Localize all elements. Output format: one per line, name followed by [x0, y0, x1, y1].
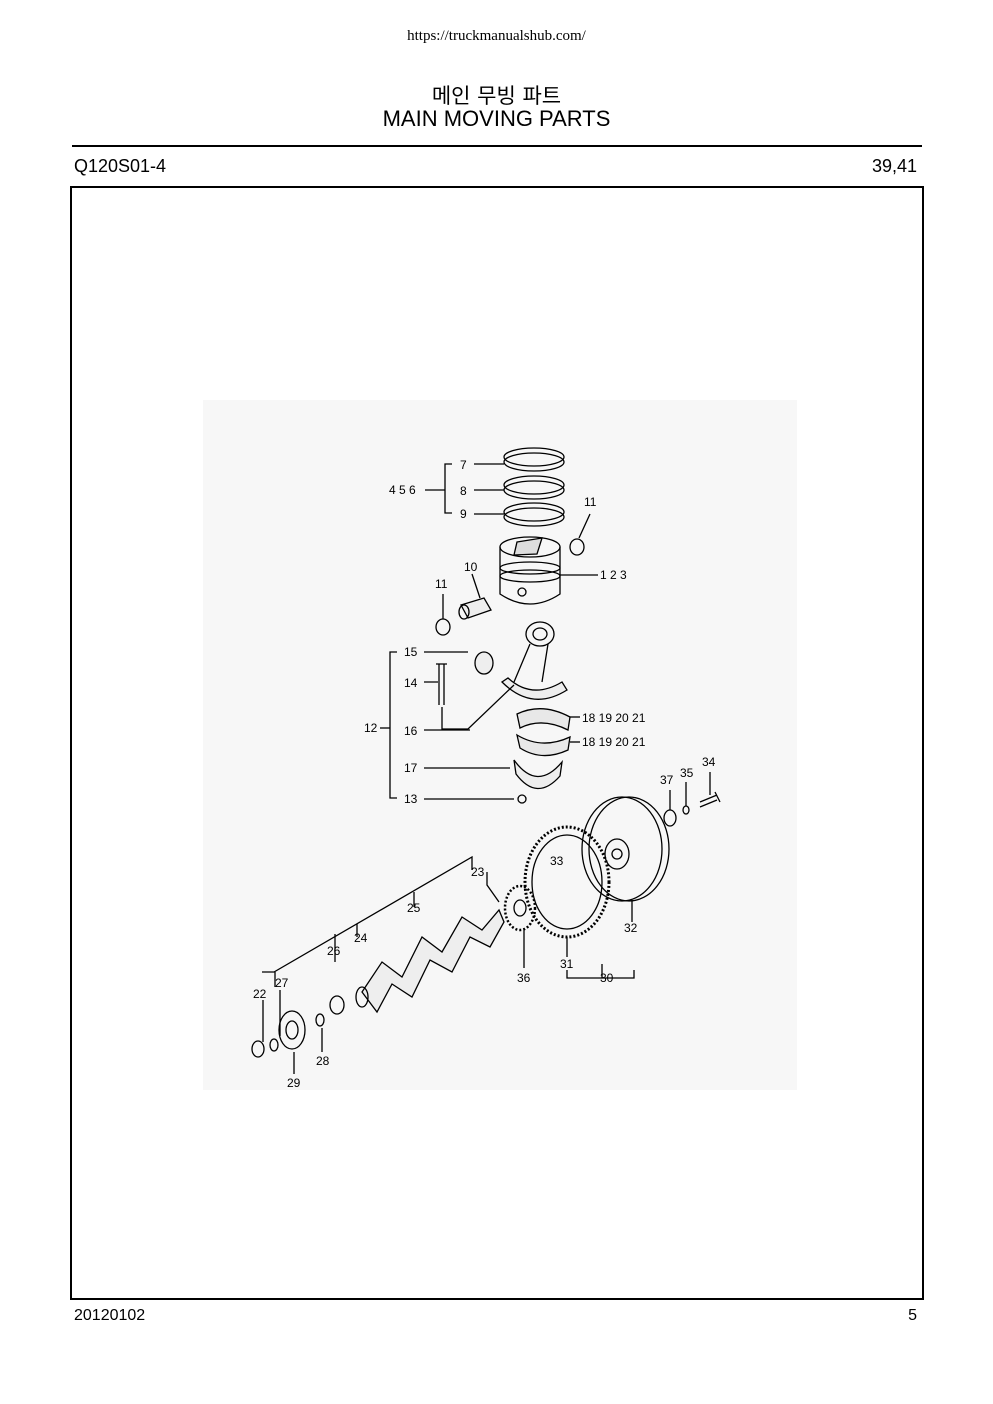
- crankshaft-pulley: [278, 1010, 306, 1050]
- page-number: 5: [908, 1307, 917, 1324]
- callout-12: 12: [364, 721, 378, 735]
- ring-9: [503, 502, 565, 522]
- diagram-background: [203, 400, 797, 1090]
- callout-29: 29: [287, 1076, 301, 1090]
- callout-1-2-3: 1 2 3: [600, 568, 627, 582]
- callout-23: 23: [471, 865, 485, 879]
- callout-34: 34: [702, 755, 716, 769]
- callout-15: 15: [404, 645, 418, 659]
- nut: [517, 794, 527, 804]
- callout-37: 37: [660, 773, 674, 787]
- callout-13: 13: [404, 792, 418, 806]
- small-end-bush: [474, 651, 494, 675]
- ring-8: [503, 475, 565, 495]
- connecting-rod: [500, 621, 568, 700]
- callout-27: 27: [275, 976, 289, 990]
- washer-28: [315, 1013, 325, 1027]
- exploded-parts-diagram: 7 8 9 4 5 6 11 11 10 1 2 3 15 14 12 16 1…: [251, 447, 721, 1090]
- callout-28: 28: [316, 1054, 330, 1068]
- callout-11-right: 11: [584, 495, 597, 509]
- bearing-37: [663, 809, 677, 827]
- callout-31: 31: [560, 957, 574, 971]
- callout-9: 9: [460, 507, 467, 521]
- callout-35: 35: [680, 766, 694, 780]
- callout-22: 22: [253, 987, 267, 1001]
- page-title-korean: 메인 무빙 파트: [431, 84, 562, 108]
- callout-36: 36: [517, 971, 531, 985]
- header-rule: [72, 145, 922, 147]
- callout-7: 7: [460, 458, 467, 472]
- callout-10: 10: [464, 560, 478, 574]
- callout-26: 26: [327, 944, 341, 958]
- diagram-frame: 7 8 9 4 5 6 11 11 10 1 2 3 15 14 12 16 1…: [70, 186, 924, 1300]
- source-url[interactable]: https://truckmanualshub.com/: [407, 28, 586, 44]
- callout-25: 25: [407, 901, 421, 915]
- ring-gear: [523, 825, 611, 939]
- part-code: Q120S01-4: [74, 156, 167, 176]
- connecting-rod-bolt: [436, 663, 447, 705]
- callout-24: 24: [354, 931, 368, 945]
- callout-4-5-6: 4 5 6: [389, 483, 416, 497]
- callout-17: 17: [404, 761, 418, 775]
- washer-35: [682, 805, 690, 815]
- callout-33: 33: [550, 854, 564, 868]
- crankshaft-gear: [503, 884, 537, 932]
- page-reference: 39,41: [871, 156, 917, 176]
- piston-pin: [458, 597, 492, 620]
- crankshaft: [355, 908, 505, 1014]
- bearing-lower: [516, 733, 571, 757]
- page-title-english: MAIN MOVING PARTS: [382, 106, 611, 131]
- snap-ring-11-left: [435, 618, 451, 636]
- callout-16: 16: [404, 724, 418, 738]
- nut-22: [251, 1040, 265, 1058]
- piston: [499, 536, 561, 605]
- flywheel: [581, 796, 670, 902]
- washer-27: [269, 1038, 279, 1052]
- bolt-34: [699, 791, 721, 808]
- callout-11-left: 11: [435, 577, 448, 591]
- ring-7: [503, 447, 565, 467]
- connecting-rod-cap: [513, 759, 563, 790]
- callout-18-19-20-21-upper: 18 19 20 21: [582, 711, 646, 725]
- callout-8: 8: [460, 484, 467, 498]
- footer-date: 20120102: [74, 1307, 146, 1324]
- callout-14: 14: [404, 676, 418, 690]
- callout-18-19-20-21-lower: 18 19 20 21: [582, 735, 646, 749]
- oil-seal-26: [329, 995, 345, 1015]
- callout-30: 30: [600, 971, 614, 985]
- snap-ring-11-right: [569, 538, 585, 556]
- bearing-upper: [516, 708, 571, 731]
- callout-32: 32: [624, 921, 638, 935]
